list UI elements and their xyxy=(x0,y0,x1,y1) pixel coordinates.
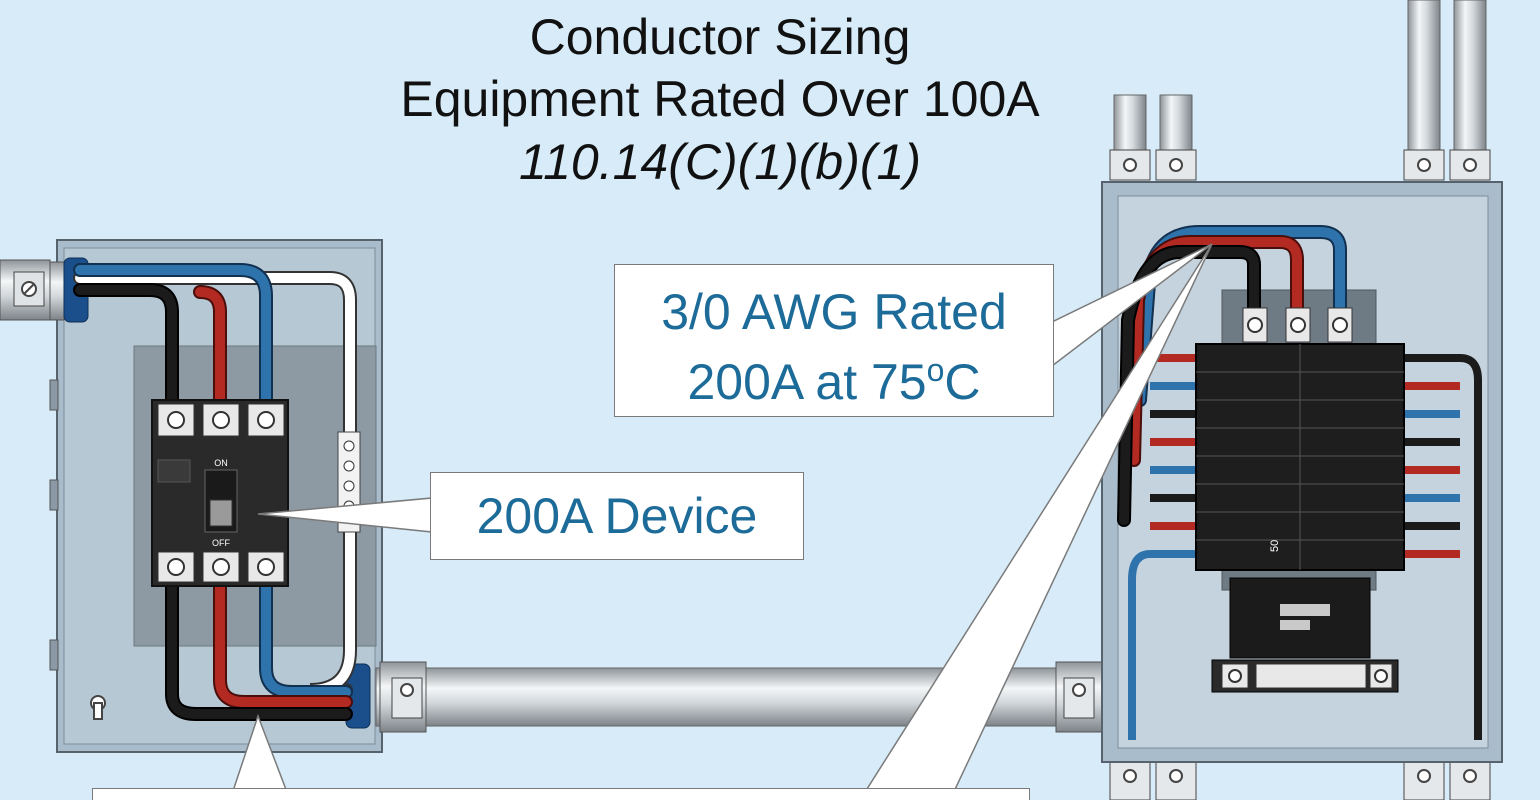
title-line-1: Conductor Sizing xyxy=(529,9,911,65)
breaker-off-label: OFF xyxy=(212,538,230,548)
panel-top-conduits xyxy=(1109,0,1491,181)
title-line-3-code-reference: 110.14(C)(1)(b)(1) xyxy=(519,134,921,190)
breaker-on-label: ON xyxy=(214,458,228,468)
panel-bottom-conduits xyxy=(1109,761,1491,800)
conductor-size-text: 3/0 AWG Rated xyxy=(661,284,1007,340)
device-rating-text: 200A Device xyxy=(476,488,758,544)
panel-breaker-stack: 50 xyxy=(1195,343,1405,571)
breaker-rating-label: 50 xyxy=(1269,540,1281,552)
disconnect-wiring xyxy=(73,263,357,721)
panel-lower-bus xyxy=(1211,577,1399,693)
temperature-unit-text: C xyxy=(944,354,981,410)
degree-symbol: o xyxy=(926,352,945,388)
title-line-2: Equipment Rated Over 100A xyxy=(400,71,1040,127)
device-rating-callout: 200A Device xyxy=(430,472,804,560)
conductor-rating-callout: 3/0 AWG Rated 200A at 75oC xyxy=(614,264,1054,417)
disconnect-breaker: ON OFF xyxy=(151,399,289,587)
conductor-ampacity-text: 200A at 75 xyxy=(687,354,927,410)
callout-pointers xyxy=(229,243,1213,800)
conductor-temperature-text: 200A at 75oC xyxy=(615,341,1053,411)
bottom-callout-box xyxy=(92,788,1030,800)
keyhole-icon xyxy=(90,695,106,720)
panel-main-lugs xyxy=(1242,307,1353,343)
